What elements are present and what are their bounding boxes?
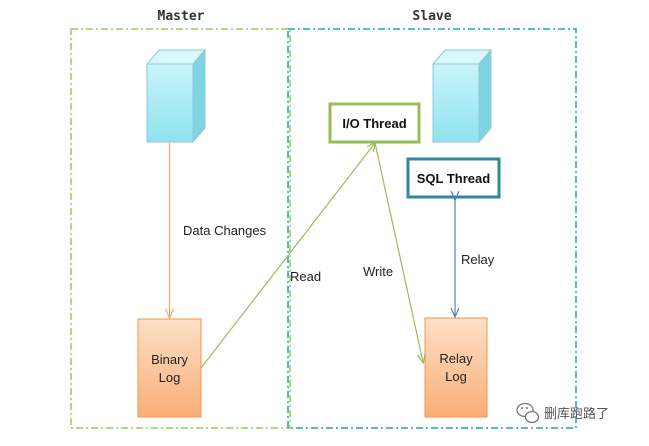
relay-log-label-line2: Log (445, 369, 467, 384)
write-arrow (374, 142, 423, 362)
master-server-icon (145, 48, 207, 144)
read-arrow (200, 143, 375, 369)
binary-log-label-line1: Binary (151, 352, 188, 367)
slave-title: Slave (412, 9, 451, 24)
master-section (70, 28, 291, 429)
write-label: Write (363, 264, 393, 279)
sql-thread-box: SQL Thread (406, 157, 501, 199)
master-title: Master (158, 9, 205, 24)
relay-log-box: Relay Log (424, 317, 488, 418)
binary-log-box: Binary Log (137, 318, 202, 418)
read-label: Read (290, 269, 321, 284)
data-changes-label: Data Changes (183, 223, 267, 238)
slave-section (287, 28, 577, 429)
watermark-text: 删库跑路了 (544, 406, 609, 421)
relay-label: Relay (461, 252, 495, 267)
io-thread-label: I/O Thread (342, 116, 406, 131)
wechat-icon (516, 402, 540, 424)
binary-log-label-line2: Log (159, 370, 181, 385)
slave-server-icon (431, 48, 493, 144)
io-thread-box: I/O Thread (328, 102, 421, 144)
sql-thread-label: SQL Thread (417, 171, 491, 186)
relay-log-label-line1: Relay (439, 351, 473, 366)
watermark: 删库跑路了 (516, 402, 609, 424)
